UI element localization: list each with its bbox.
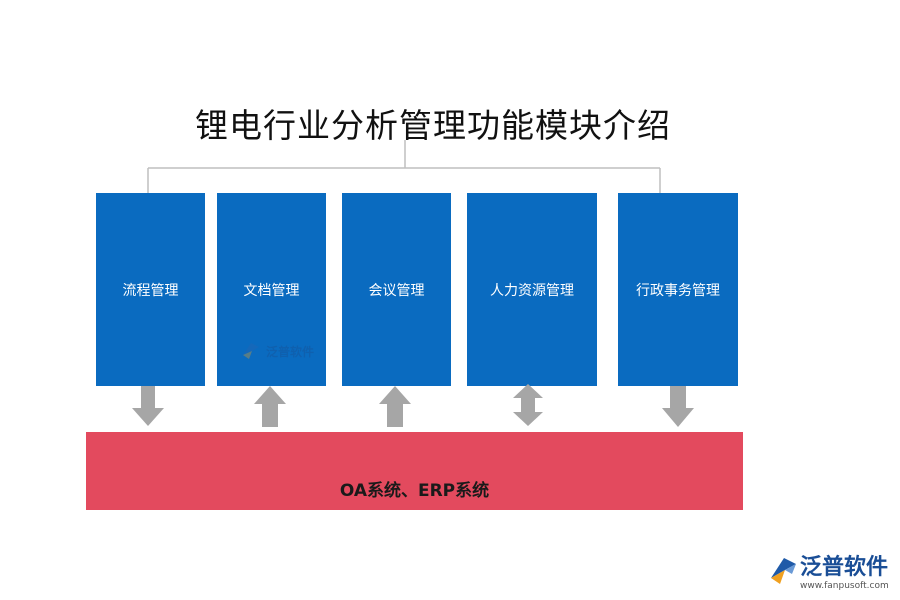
module-meeting-management: 会议管理: [342, 193, 451, 386]
arrow-down-icon: [132, 386, 164, 426]
module-label: 文档管理: [243, 282, 300, 299]
system-label: OA系统、ERP系统: [339, 481, 490, 501]
system-bar: OA系统、ERP系统: [86, 432, 743, 510]
arrow-down-icon: [662, 386, 694, 427]
arrow-bidirectional-icon: [513, 384, 543, 426]
diagram-title: 锂电行业分析管理功能模块介绍: [195, 106, 671, 145]
module-admin-affairs-management: 行政事务管理: [618, 193, 738, 386]
brand-name: 泛普软件: [800, 555, 889, 580]
module-process-management: 流程管理: [96, 193, 205, 386]
module-label: 行政事务管理: [636, 282, 720, 299]
brand-mark: 泛普软件 www.fanpusoft.com: [768, 554, 894, 596]
watermark-text: 泛普软件: [266, 344, 315, 359]
brand-logo-icon: [243, 343, 259, 359]
arrow-up-icon: [379, 386, 411, 427]
arrow-up-icon: [254, 386, 286, 427]
module-document-management: 文档管理: [217, 193, 326, 386]
brand-url: www.fanpusoft.com: [800, 581, 889, 591]
module-hr-management: 人力资源管理: [467, 193, 597, 386]
brand-logo-icon: [771, 558, 796, 584]
watermark: 泛普软件: [240, 341, 314, 361]
module-label: 流程管理: [122, 282, 179, 299]
module-label: 人力资源管理: [490, 282, 574, 299]
module-label: 会议管理: [368, 282, 425, 299]
